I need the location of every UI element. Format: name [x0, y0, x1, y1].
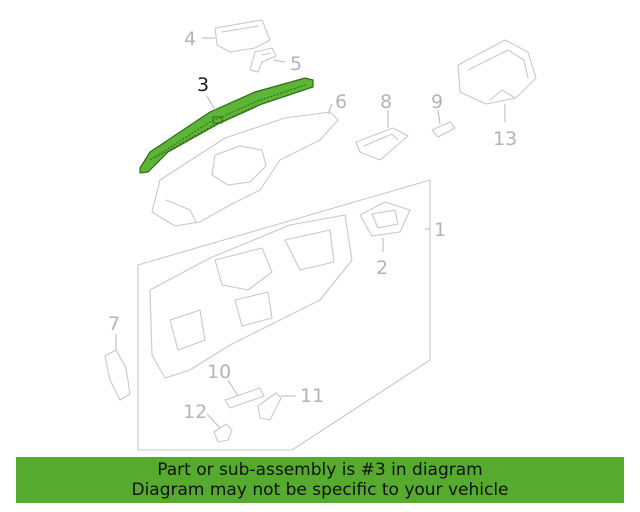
- callout-12[interactable]: 12: [183, 401, 207, 423]
- part-2-bracket[interactable]: [359, 201, 411, 237]
- leader-lines: [115, 37, 506, 429]
- callout-5[interactable]: 5: [290, 53, 302, 75]
- banner-disclaimer-line: Diagram may not be specific to your vehi…: [131, 480, 509, 500]
- callout-10[interactable]: 10: [207, 361, 231, 383]
- callout-2[interactable]: 2: [376, 257, 388, 279]
- part-12-clip[interactable]: [213, 423, 233, 443]
- callout-11[interactable]: 11: [300, 385, 324, 407]
- callout-9[interactable]: 9: [431, 91, 443, 113]
- callout-labels: 4 5 3 6 8 9 13 1 2 7 10 11 12: [108, 28, 517, 423]
- part-5-bracket[interactable]: [249, 47, 277, 73]
- part-9-clip[interactable]: [431, 121, 456, 138]
- part-6-upper-panel[interactable]: [151, 111, 339, 227]
- part-1-instrument-panel[interactable]: [137, 179, 431, 451]
- part-7-side-trim[interactable]: [104, 349, 131, 401]
- banner-part-line: Part or sub-assembly is #3 in diagram: [157, 460, 483, 480]
- part-3-defroster-grille[interactable]: [139, 77, 314, 174]
- callout-13[interactable]: 13: [493, 128, 517, 150]
- parts-diagram: 4 5 3 6 8 9 13 1 2 7 10 11 12: [104, 19, 537, 451]
- callout-3[interactable]: 3: [197, 74, 209, 96]
- part-13-airbag-module[interactable]: [457, 39, 537, 105]
- part-11-bracket[interactable]: [257, 392, 282, 421]
- callout-6[interactable]: 6: [335, 91, 347, 113]
- callout-7[interactable]: 7: [108, 313, 120, 335]
- part-8-vent[interactable]: [355, 127, 409, 161]
- callout-8[interactable]: 8: [380, 91, 392, 113]
- callout-4[interactable]: 4: [184, 28, 196, 50]
- info-banner: Part or sub-assembly is #3 in diagram Di…: [16, 457, 624, 503]
- callout-1[interactable]: 1: [434, 219, 446, 241]
- part-10-trim-strip[interactable]: [224, 387, 265, 409]
- part-4-cover[interactable]: [214, 19, 271, 53]
